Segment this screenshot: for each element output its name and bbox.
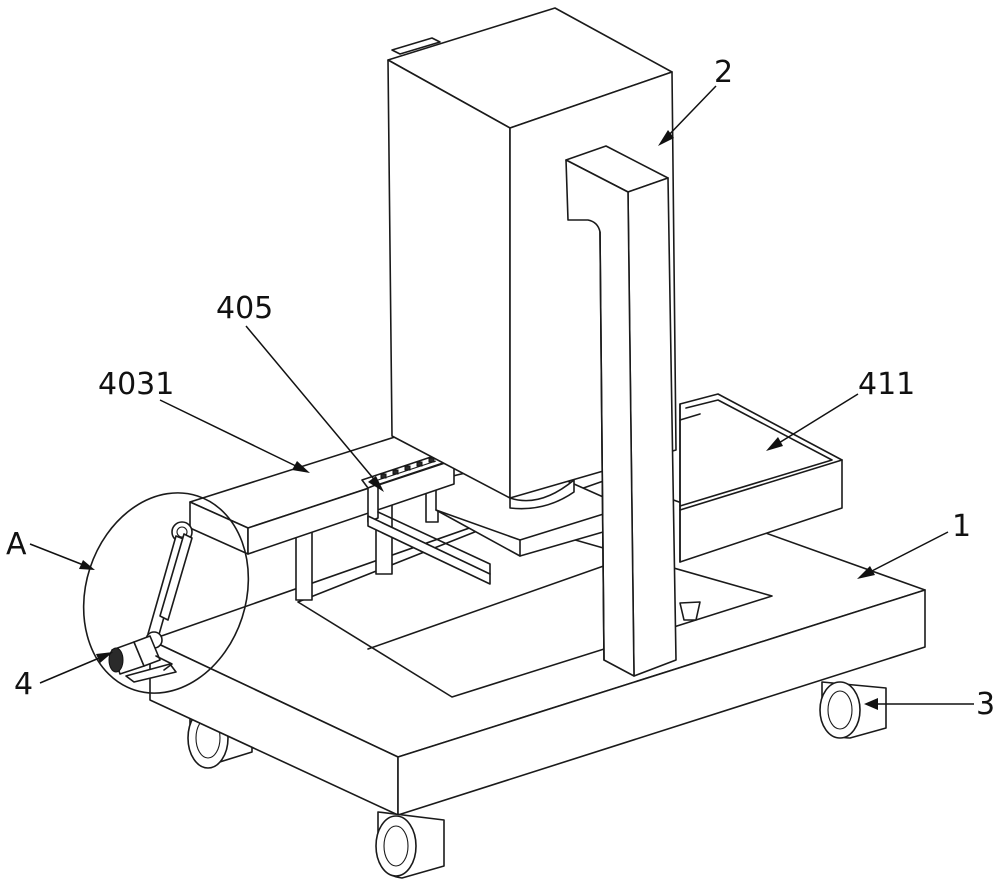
wheel-front	[376, 812, 444, 878]
label-arm-405: 405	[216, 291, 273, 326]
label-main-housing: 2	[714, 55, 733, 90]
label-bar-4031: 4031	[98, 367, 174, 402]
wheel-back-right	[820, 682, 886, 738]
label-base-1: 1	[952, 509, 971, 544]
label-tray-411: 411	[858, 367, 915, 402]
label-detail-a: A	[6, 527, 27, 562]
label-motor-4: 4	[14, 667, 33, 702]
label-wheel-3: 3	[976, 687, 995, 722]
horizontal-bar	[190, 436, 454, 554]
